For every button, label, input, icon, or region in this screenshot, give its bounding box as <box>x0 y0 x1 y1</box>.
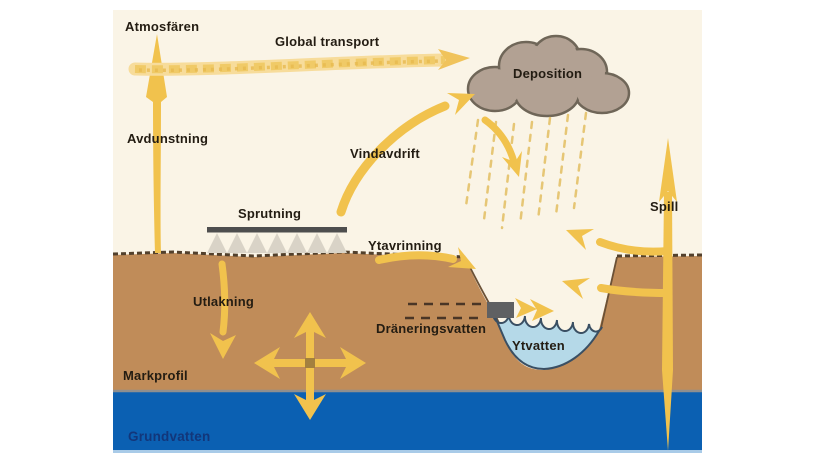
deposition-arrow <box>481 116 522 177</box>
rain-dashes <box>464 111 588 230</box>
soil-profile-label: Markprofil <box>123 368 188 383</box>
pond-water <box>491 311 603 371</box>
surface-runoff-label: Ytavrinning <box>368 238 442 253</box>
deposition-cloud <box>466 34 631 118</box>
drainage-pipe <box>487 302 514 318</box>
groundwater-area <box>113 392 702 450</box>
groundwater-bottom-edge <box>113 450 702 453</box>
spraying-label: Sprutning <box>238 206 301 221</box>
wind-drift-label: Vindavdrift <box>350 146 420 161</box>
sprayer-boom <box>207 227 347 233</box>
spill-label: Spill <box>650 199 678 214</box>
wind-drift-arrow <box>336 93 475 217</box>
global-transport-arrow <box>128 49 470 76</box>
global-transport-label: Global transport <box>275 34 380 49</box>
surface-runoff-arrow <box>375 247 476 269</box>
spill-arrow <box>659 138 677 451</box>
spill-branch-lower-arrow <box>562 278 672 299</box>
surface-water-label: Ytvatten <box>512 338 565 353</box>
groundwater-label: Grundvatten <box>128 429 210 444</box>
deposition-label: Deposition <box>513 66 582 81</box>
spray-nozzle-cones <box>207 233 347 253</box>
leaching-label: Utlakning <box>193 294 254 309</box>
leaching-arrow <box>210 260 236 359</box>
atmosphere-label: Atmosfären <box>125 19 199 34</box>
environment-transport-diagram: Atmosfären Global transport Avdunstning … <box>113 10 702 453</box>
drainpipe-outflow-arrow <box>530 299 554 321</box>
spill-branch-upper-arrow <box>566 229 672 256</box>
drainpipe-outflow-arrow-2 <box>515 298 537 318</box>
evaporation-label: Avdunstning <box>127 131 208 146</box>
drainage-water-label: Dräneringsvatten <box>376 321 486 336</box>
evaporation-arrow <box>146 34 167 253</box>
soil-dispersion-cross-arrow <box>254 312 366 420</box>
